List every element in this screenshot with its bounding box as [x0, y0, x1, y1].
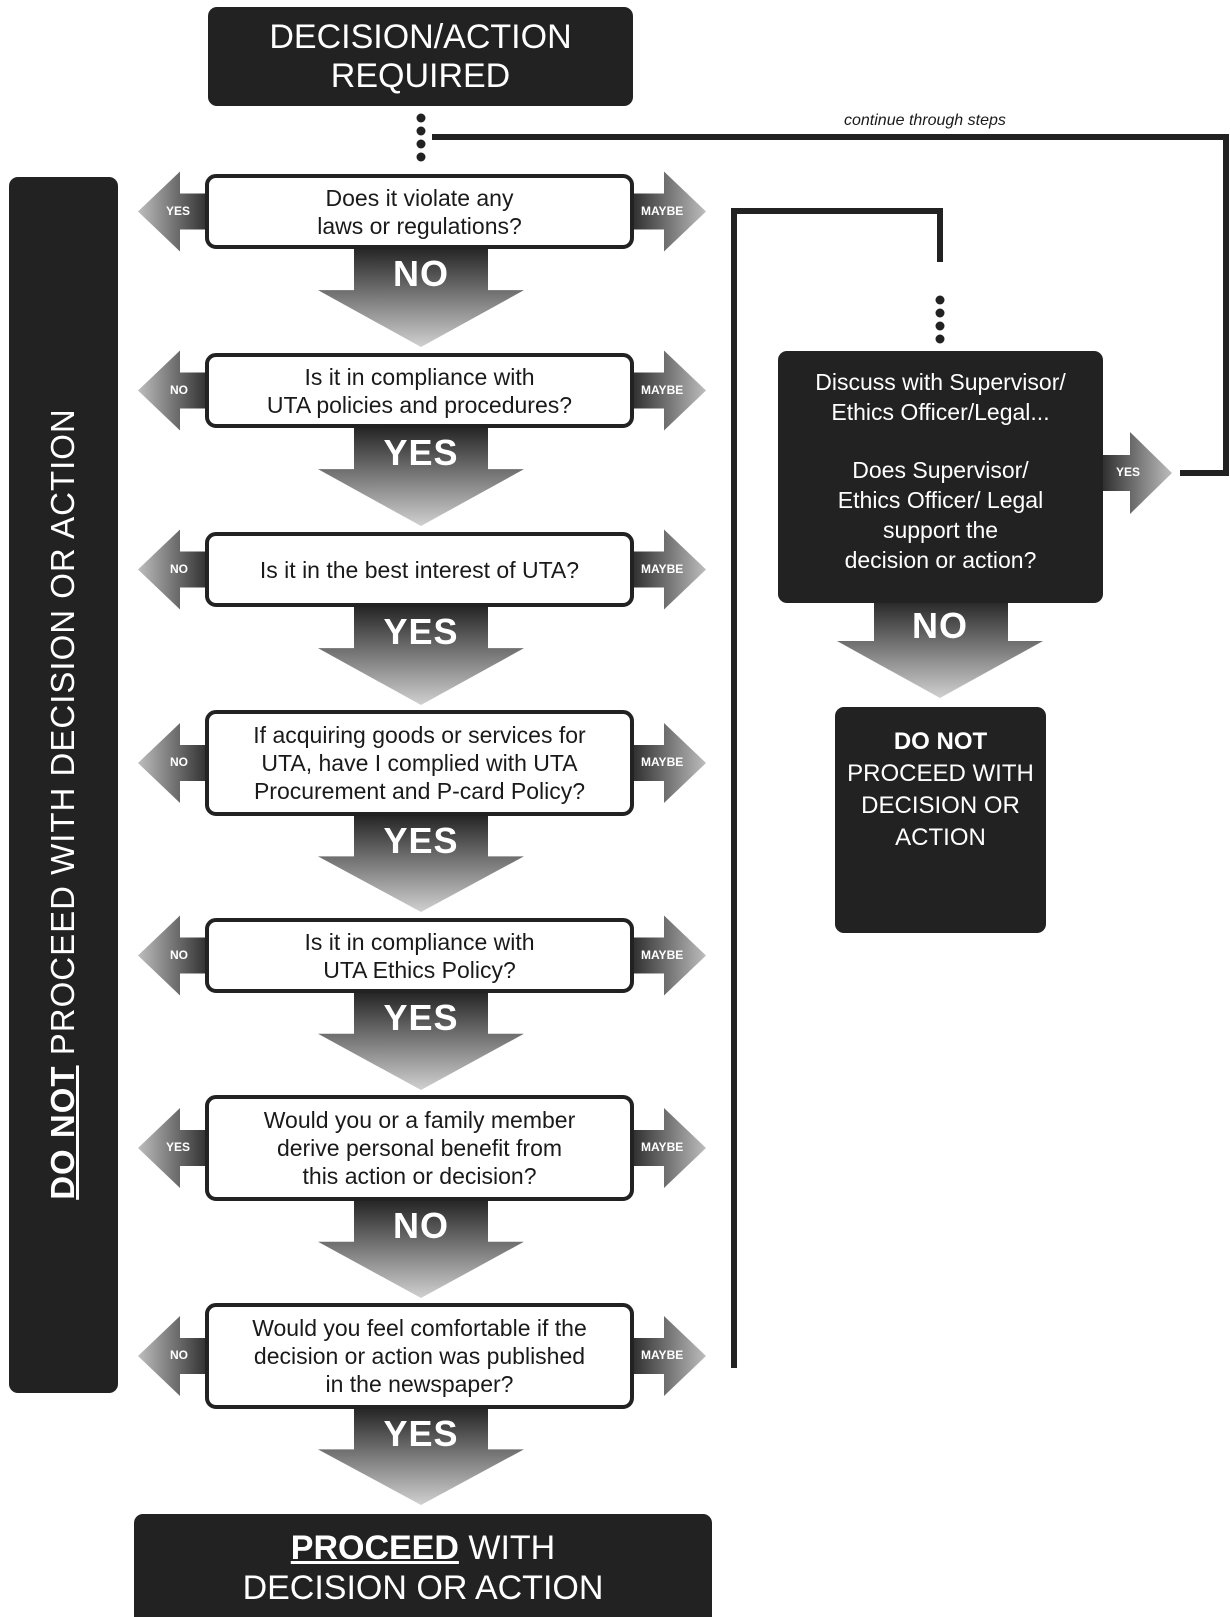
do-not-line-4: ACTION	[895, 824, 986, 851]
question-box: Would you feel comfortable if the decisi…	[205, 1303, 634, 1409]
step-down-arrow	[318, 993, 524, 1090]
step-down-arrow	[318, 249, 524, 347]
proceed-banner: PROCEED WITH DECISION OR ACTION	[134, 1514, 712, 1617]
header-line-2: REQUIRED	[330, 56, 511, 95]
question-text: Would you or a family member derive pers…	[263, 1107, 576, 1189]
header-line-1: DECISION/ACTION	[269, 17, 572, 56]
discuss-line-1: Discuss with Supervisor/	[815, 369, 1066, 395]
sidebar-label-bold: DO NOT	[44, 1065, 81, 1200]
proceed-bold: PROCEED	[290, 1529, 459, 1567]
step-left-arrow	[138, 171, 210, 252]
step-right-arrow	[630, 529, 706, 610]
step-answer-label: NO	[393, 253, 449, 294]
discuss-no-label: NO	[912, 605, 968, 646]
step-answer-label: YES	[383, 432, 459, 473]
question-text: Does it violate any laws or regulations?	[317, 184, 522, 239]
step-right-label: MAYBE	[641, 561, 684, 576]
discuss-no-arrow	[837, 600, 1043, 698]
step-left-arrow	[138, 350, 210, 431]
step-left-arrow	[138, 723, 210, 803]
question-box: If acquiring goods or services for UTA, …	[205, 710, 634, 816]
discuss-question-line-3: support the	[882, 517, 999, 543]
step-down-arrow	[318, 428, 524, 526]
step-right-arrow	[630, 915, 706, 996]
question-box: Does it violate any laws or regulations?	[205, 174, 634, 249]
step-left-label: NO	[170, 947, 188, 962]
decision-required-header: DECISION/ACTION REQUIRED	[208, 7, 633, 106]
step-left-label: YES	[166, 1140, 191, 1154]
step-right-arrow	[630, 1108, 706, 1188]
step-left-arrow	[138, 1316, 210, 1396]
step-right-label: MAYBE	[641, 382, 684, 397]
maybe-connector-line	[731, 208, 943, 1368]
step-left-arrow	[138, 1108, 210, 1188]
question-box: Is it in compliance with UTA Ethics Poli…	[205, 918, 634, 993]
step-down-arrow	[318, 816, 524, 912]
discuss-yes-label: YES	[1116, 465, 1141, 479]
sidebar-label-rest: PROCEED WITH DECISION OR ACTION	[44, 408, 81, 1066]
question-box: Is it in the best interest of UTA?	[205, 532, 634, 607]
discuss-box: Discuss with Supervisor/ Ethics Officer/…	[778, 351, 1103, 603]
step-right-label: MAYBE	[641, 1140, 684, 1154]
continue-loop-line	[432, 134, 1229, 476]
step-right-arrow	[630, 171, 706, 252]
step-right-arrow	[630, 350, 706, 431]
step-right-label: MAYBE	[641, 1348, 684, 1362]
step-left-label: NO	[170, 382, 188, 397]
question-box: Is it in compliance with UTA policies an…	[205, 353, 634, 428]
discuss-yes-arrow	[1100, 432, 1172, 514]
step-answer-label: YES	[383, 820, 459, 861]
loop-label: continue through steps	[844, 112, 1006, 129]
question-box: Would you or a family member derive pers…	[205, 1095, 634, 1201]
proceed-line-2: DECISION OR ACTION	[242, 1569, 604, 1607]
proceed-rest: WITH	[458, 1529, 556, 1567]
step-left-arrow	[138, 529, 210, 610]
step-answer-label: YES	[383, 611, 459, 652]
step-right-arrow	[630, 723, 706, 803]
do-not-line-3: DECISION OR	[861, 792, 1020, 819]
do-not-line-2: PROCEED WITH	[847, 760, 1034, 787]
step-left-label: NO	[170, 755, 188, 769]
step-right-label: MAYBE	[641, 203, 684, 218]
do-not-proceed-sidebar	[9, 177, 118, 1393]
discuss-question-line-4: decision or action?	[844, 547, 1037, 573]
step-answer-label: YES	[383, 997, 459, 1038]
do-not-proceed-box: DO NOT PROCEED WITH DECISION OR ACTION	[835, 707, 1046, 933]
discuss-question-line-2: Ethics Officer/ Legal	[837, 487, 1044, 513]
discuss-dotted-connector	[935, 295, 945, 344]
step-down-arrow	[318, 1409, 524, 1505]
step-right-label: MAYBE	[641, 947, 684, 962]
step-left-arrow	[138, 915, 210, 996]
step-answer-label: NO	[393, 1205, 449, 1246]
discuss-question-line-1: Does Supervisor/	[852, 457, 1029, 483]
question-text: Is it in compliance with UTA Ethics Poli…	[304, 928, 535, 983]
question-text: Would you feel comfortable if the decisi…	[252, 1315, 587, 1397]
header-dotted-connector	[416, 113, 426, 162]
question-text: Is it in compliance with UTA policies an…	[266, 363, 573, 418]
question-text: If acquiring goods or services for UTA, …	[253, 722, 586, 804]
sidebar-label: DO NOT PROCEED WITH DECISION OR ACTION	[44, 408, 82, 1200]
step-right-label: MAYBE	[641, 755, 684, 769]
step-left-label: NO	[170, 1348, 188, 1362]
step-left-label: NO	[170, 561, 188, 576]
step-answer-label: YES	[383, 1413, 459, 1454]
step-left-label: YES	[166, 203, 191, 218]
proceed-line-1: PROCEED WITH	[134, 1528, 712, 1568]
step-right-arrow	[630, 1316, 706, 1396]
step-down-arrow	[318, 607, 524, 705]
do-not-label: DO NOT	[893, 728, 988, 755]
discuss-line-2: Ethics Officer/Legal...	[831, 399, 1050, 425]
step-down-arrow	[318, 1201, 524, 1298]
question-text: Is it in the best interest of UTA?	[259, 556, 580, 583]
